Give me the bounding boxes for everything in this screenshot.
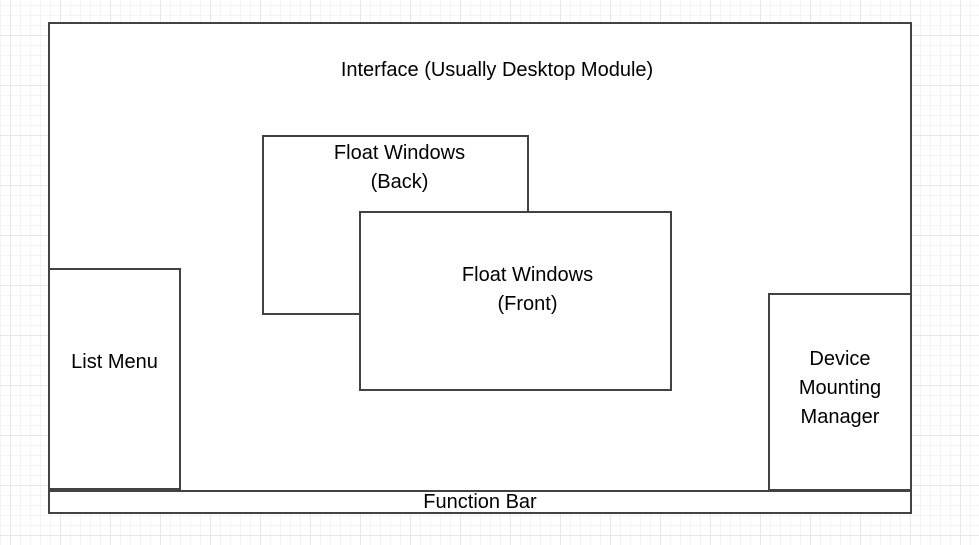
function-bar-label: Function Bar <box>423 491 537 513</box>
device-mounting-manager-label: Device Mounting Manager <box>798 348 882 428</box>
function-bar-box[interactable]: Function Bar <box>48 490 912 514</box>
float-windows-front-label: Float Windows (Front) <box>461 264 594 315</box>
list-menu-box[interactable]: List Menu <box>48 268 181 490</box>
interface-label: Interface (Usually Desktop Module) <box>340 59 654 81</box>
list-menu-label: List Menu <box>71 351 158 373</box>
device-mounting-manager-box[interactable]: Device Mounting Manager <box>768 293 912 491</box>
float-windows-front-box[interactable]: Float Windows (Front) <box>359 211 672 391</box>
float-windows-back-label: Float Windows (Back) <box>333 142 466 193</box>
